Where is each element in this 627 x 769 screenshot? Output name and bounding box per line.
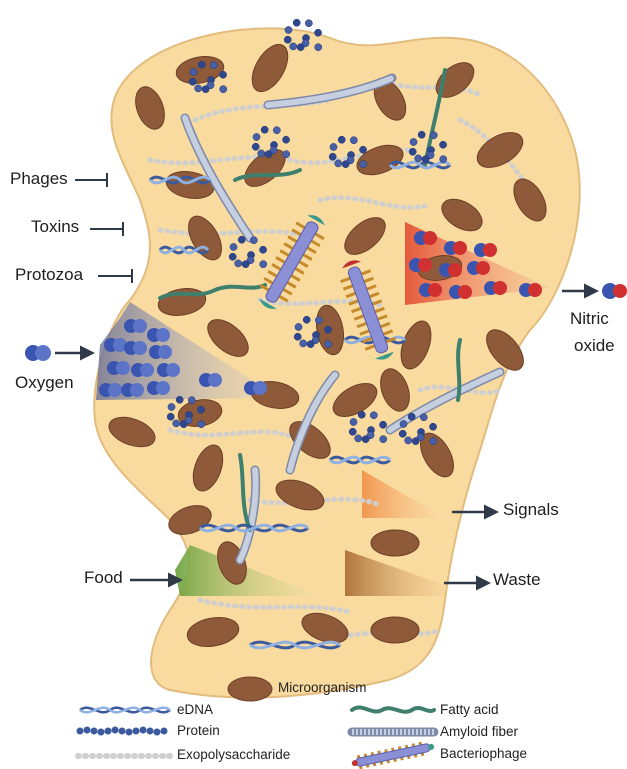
oxygen-molecule-outside (25, 345, 51, 361)
oxygen-molecule (244, 381, 267, 395)
nitric-oxide-molecule (467, 261, 490, 275)
food-label: Food (84, 568, 123, 588)
oxygen-molecule (147, 328, 170, 342)
oxygen-molecule (124, 319, 147, 333)
protozoa-label: Protozoa (15, 265, 83, 285)
legend-exopolysaccharide-label: Exopolysaccharide (177, 747, 290, 762)
legend-fatty-acid-label: Fatty acid (440, 702, 499, 717)
nitric-oxide-label-line2: oxide (574, 336, 615, 356)
legend-bacteriophage-label: Bacteriophage (440, 746, 527, 761)
legend-protein-label: Protein (177, 723, 220, 738)
oxygen-molecule (199, 373, 222, 387)
nitric-oxide-molecule (419, 283, 442, 297)
legend-amyloid-fiber-label: Amyloid fiber (440, 724, 518, 739)
legend-microorganism-swatch (228, 677, 272, 701)
nitric-oxide-molecule-outside (602, 283, 627, 299)
nitric-oxide-molecule (414, 231, 437, 245)
microorganism (371, 530, 419, 556)
signals-label: Signals (503, 500, 559, 520)
nitric-oxide-molecule (519, 283, 542, 297)
legend-fatty-acid-swatch (352, 707, 434, 711)
legend-microorganism-label: Microorganism (278, 680, 367, 695)
oxygen-molecule (147, 381, 170, 395)
oxygen-label: Oxygen (15, 373, 74, 393)
microorganism (371, 617, 419, 643)
oxygen-molecule (131, 363, 154, 377)
fatty-acid (458, 340, 460, 400)
nitric-oxide-molecule (439, 263, 462, 277)
oxygen-molecule (157, 363, 180, 377)
nitric-oxide-label-line1: Nitric (570, 309, 609, 329)
oxygen-molecule (104, 338, 127, 352)
legend-protein-swatch (77, 727, 168, 736)
oxygen-molecule (107, 361, 130, 375)
oxygen-molecule (149, 345, 172, 359)
legend-bacteriophage-swatch (350, 739, 435, 769)
nitric-oxide-molecule (449, 285, 472, 299)
oxygen-molecule (99, 383, 122, 397)
legend-edna-swatch (80, 708, 170, 713)
oxygen-molecule (121, 383, 144, 397)
nitric-oxide-molecule (484, 281, 507, 295)
waste-label: Waste (493, 570, 541, 590)
nitric-oxide-molecule (474, 243, 497, 257)
oxygen-molecule (124, 341, 147, 355)
legend-edna-label: eDNA (177, 702, 213, 717)
nitric-oxide-molecule (409, 258, 432, 272)
inhibitors (75, 173, 132, 283)
phages-label: Phages (10, 169, 68, 189)
toxins-label: Toxins (31, 217, 79, 237)
nitric-oxide-molecule (444, 241, 467, 255)
